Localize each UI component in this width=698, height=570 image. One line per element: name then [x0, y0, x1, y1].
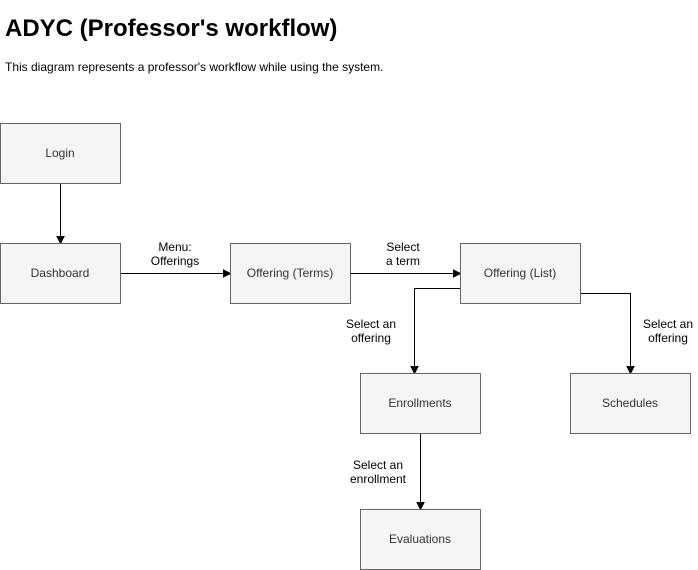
node-label: Dashboard: [31, 266, 90, 280]
edge-label: Menu:: [158, 240, 191, 254]
edge-label-background: [346, 472, 410, 486]
node-offering-list: Offering (List): [460, 243, 581, 304]
node-label: Schedules: [602, 396, 658, 410]
edge-dashboard-offering-terms: Menu:Offerings: [120, 240, 232, 278]
edge-label: enrollment: [350, 472, 407, 486]
node-evaluations: Evaluations: [360, 509, 481, 570]
edge-label-background: [339, 317, 403, 331]
arrowhead: [626, 366, 635, 375]
edge-label-background: [636, 331, 698, 345]
edge-label-background: [339, 331, 403, 345]
edge-label: Select an: [643, 317, 693, 331]
node-label: Evaluations: [389, 532, 451, 546]
arrowhead: [223, 269, 232, 278]
edge-label-background: [371, 240, 435, 254]
node-label: Offering (List): [484, 266, 556, 280]
arrowhead: [56, 236, 65, 245]
edge-label-background: [143, 240, 207, 254]
node-box: [570, 373, 691, 434]
arrowhead: [410, 366, 419, 375]
arrowhead: [453, 269, 462, 278]
edge-label: Select an: [353, 458, 403, 472]
node-box: [360, 509, 481, 570]
edge-label: offering: [351, 331, 391, 345]
node-dashboard: Dashboard: [0, 243, 121, 304]
node-label: Offering (Terms): [247, 266, 333, 280]
edge-label-background: [636, 317, 698, 331]
arrowhead: [416, 502, 425, 511]
node-box: [0, 243, 121, 304]
edge-label: Offerings: [151, 254, 199, 268]
edge-label: Select an: [346, 317, 396, 331]
edge-label-background: [143, 254, 207, 268]
edge-line: [580, 293, 631, 367]
node-label: Login: [45, 146, 74, 160]
edge-label: a term: [386, 254, 420, 268]
page-title: ADYC (Professor's workflow): [5, 15, 338, 42]
edge-label-background: [346, 458, 410, 472]
node-box: [0, 123, 121, 184]
edge-line: [414, 288, 461, 367]
node-schedules: Schedules: [570, 373, 691, 434]
node-box: [460, 243, 581, 304]
edge-label-background: [371, 254, 435, 268]
edge-login-dashboard: [56, 183, 65, 245]
node-offering-terms: Offering (Terms): [230, 243, 351, 304]
node-enrollments: Enrollments: [360, 373, 481, 434]
edge-label: Select: [386, 240, 420, 254]
edge-label: offering: [648, 331, 688, 345]
page-description: This diagram represents a professor's wo…: [5, 60, 384, 74]
node-box: [230, 243, 351, 304]
node-label: Enrollments: [388, 396, 451, 410]
node-login: Login: [0, 123, 121, 184]
node-box: [360, 373, 481, 434]
